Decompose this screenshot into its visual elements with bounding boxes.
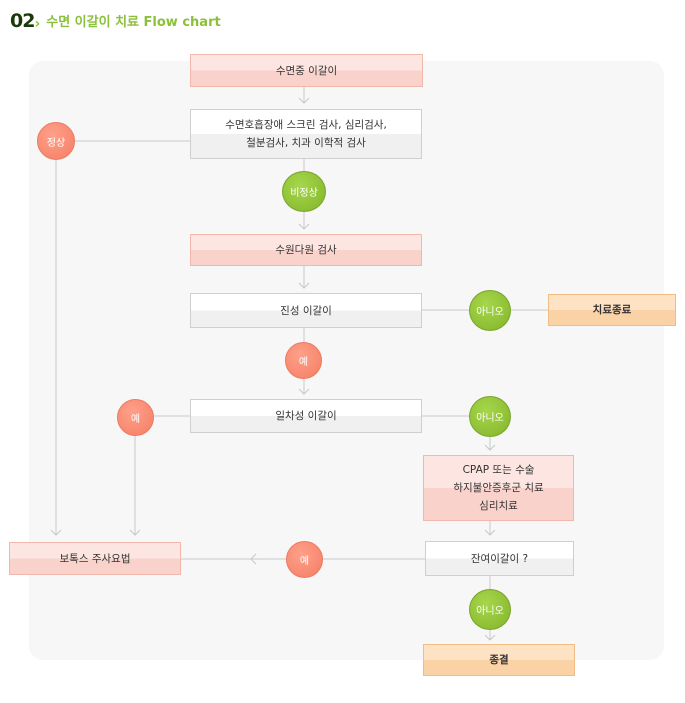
primary-bruxism-label: 일차성 이갈이 — [275, 410, 337, 422]
treatment-option-2: 하지불안증후군 치료 — [453, 482, 544, 494]
no-label-residual: 아니오 — [476, 606, 504, 617]
yes-label-residual: 예 — [299, 556, 310, 567]
treatment-option-1: CPAP 또는 수술 — [462, 464, 535, 476]
treatment-options-box: CPAP 또는 수술 하지불안증후군 치료 심리치료 — [423, 455, 574, 521]
yes-circle-residual: 예 — [286, 541, 323, 578]
screening-tests-box: 수면호흡장애 스크린 검사, 심리검사, 철분검사, 치과 이학적 검사 — [190, 109, 422, 159]
no-circle-true-bruxism: 아니오 — [469, 290, 511, 331]
botox-label: 보톡스 주사요법 — [59, 552, 131, 565]
final-box: 종결 — [423, 644, 575, 676]
yes-label-primary-bruxism: 예 — [130, 414, 141, 425]
flowchart-title: 수면 이갈이 치료 Flow chart — [46, 15, 221, 30]
normal-circle: 정상 — [37, 122, 75, 160]
residual-bruxism-box: 잔여이갈이 ? — [425, 541, 574, 576]
final-label: 종결 — [489, 654, 509, 666]
no-label-primary-bruxism: 아니오 — [476, 413, 504, 424]
yes-circle-true-bruxism: 예 — [285, 342, 322, 379]
polysomnography-label: 수원다원 검사 — [275, 244, 337, 256]
section-number: 02 — [10, 10, 35, 32]
yes-label-true-bruxism: 예 — [298, 357, 309, 368]
abnormal-label: 비정상 — [290, 188, 318, 199]
treatment-end-label: 치료종료 — [592, 304, 632, 316]
abnormal-circle: 비정상 — [282, 171, 326, 212]
true-bruxism-label: 진성 이갈이 — [280, 304, 332, 317]
polysomnography-box: 수원다원 검사 — [190, 234, 422, 266]
sleep-bruxism-box: 수면중 이갈이 — [190, 54, 423, 87]
residual-bruxism-label: 잔여이갈이 ? — [470, 552, 529, 565]
botox-box: 보톡스 주사요법 — [9, 542, 181, 575]
no-label-true-bruxism: 아니오 — [476, 307, 504, 318]
true-bruxism-box: 진성 이갈이 — [190, 293, 422, 328]
primary-bruxism-box: 일차성 이갈이 — [190, 399, 422, 433]
section-title: 02 › 수면 이갈이 치료 Flow chart — [10, 10, 221, 32]
treatment-end-box: 치료종료 — [548, 294, 676, 326]
sleep-bruxism-label: 수면중 이갈이 — [275, 64, 338, 77]
section-number-mark: › — [34, 16, 41, 32]
yes-circle-primary-bruxism: 예 — [117, 399, 154, 436]
treatment-option-3: 심리치료 — [479, 500, 518, 512]
normal-label: 정상 — [46, 137, 66, 149]
no-circle-residual: 아니오 — [469, 589, 511, 630]
no-circle-primary-bruxism: 아니오 — [469, 396, 511, 437]
screening-tests-line-2: 철분검사, 치과 이학적 검사 — [246, 137, 366, 149]
screening-tests-line-1: 수면호흡장애 스크린 검사, 심리검사, — [225, 119, 387, 131]
